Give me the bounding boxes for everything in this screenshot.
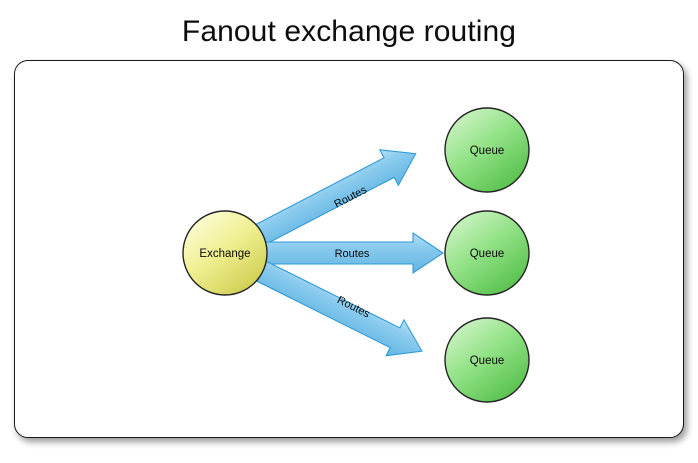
diagram-canvas-frame [14,60,684,438]
page-title: Fanout exchange routing [181,15,517,48]
